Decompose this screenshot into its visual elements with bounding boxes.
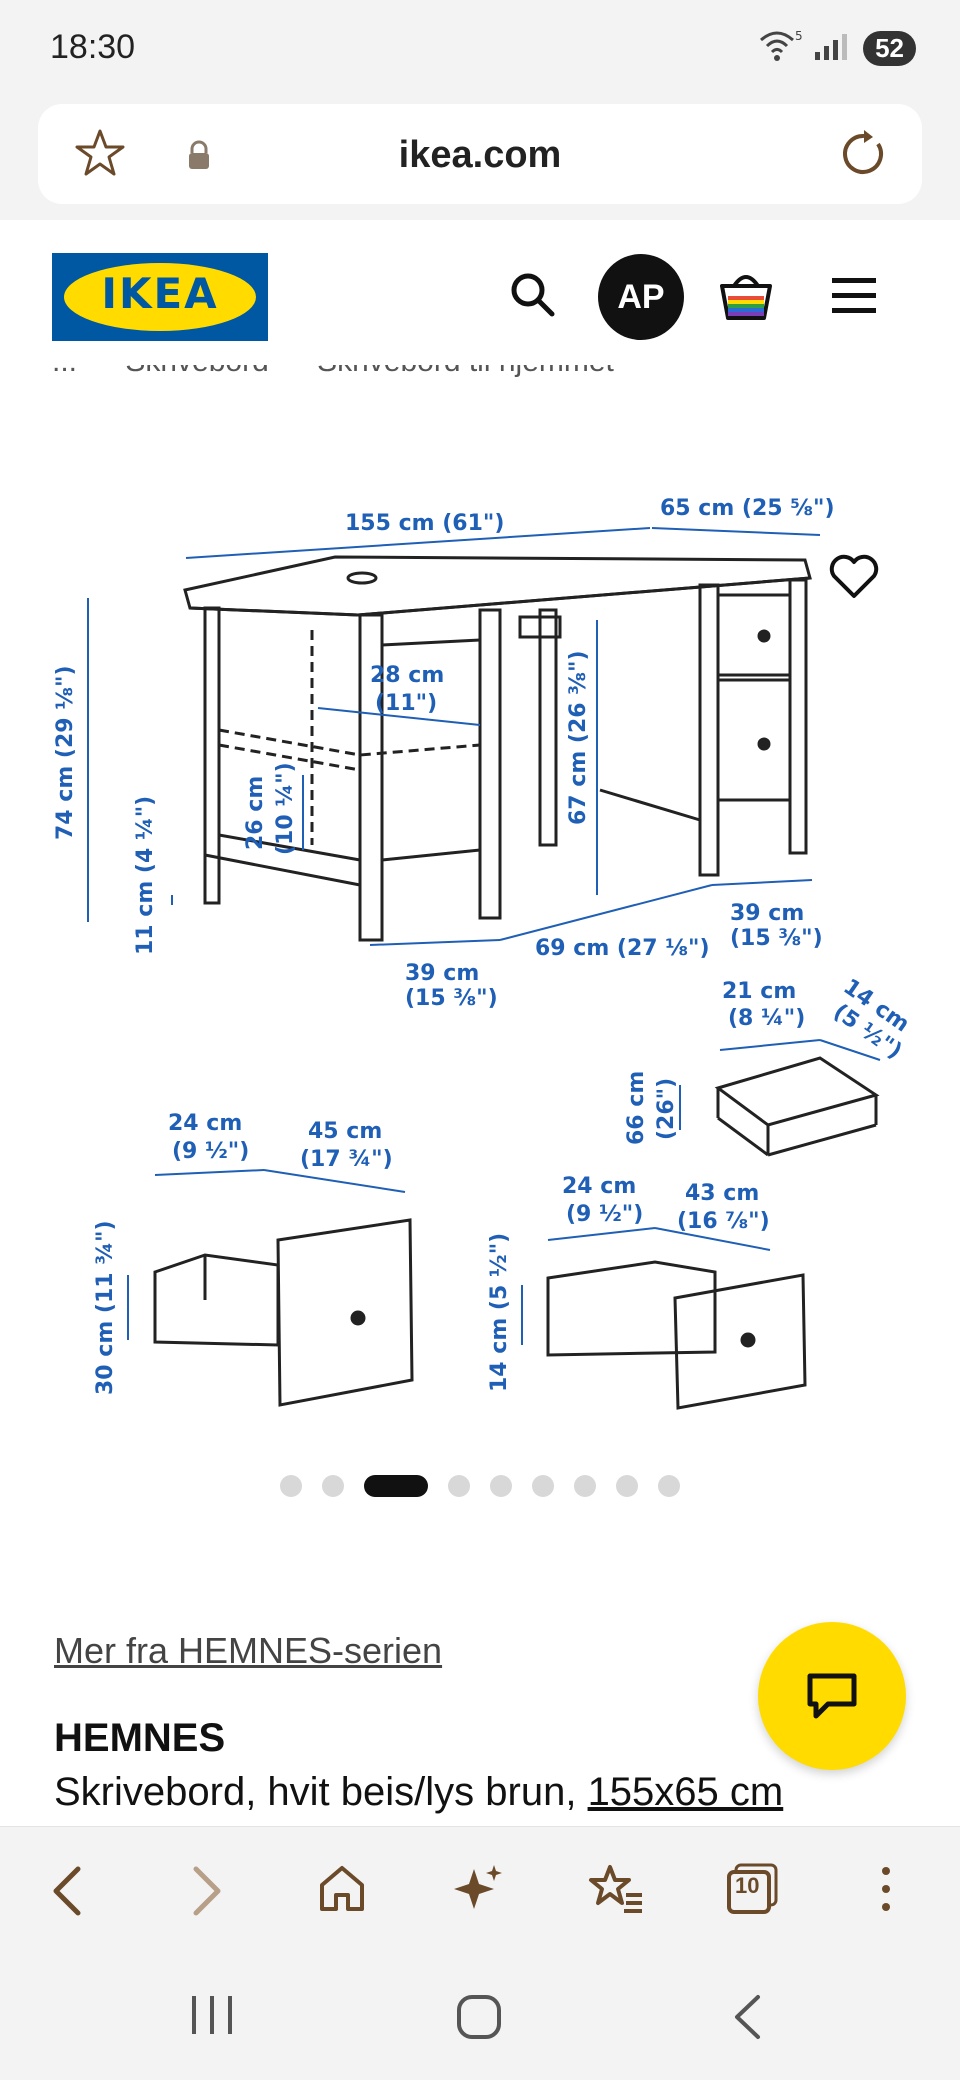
- dim-shelf-height: 26 cm: [243, 776, 268, 850]
- dim-left-width: 39 cm: [405, 961, 479, 986]
- wifi-icon: 5: [759, 28, 803, 69]
- dim-drawer2-d: 43 cm: [685, 1181, 759, 1206]
- search-icon[interactable]: [508, 270, 558, 325]
- chat-button[interactable]: [758, 1622, 906, 1770]
- dim-right-width: 39 cm: [730, 901, 804, 926]
- breadcrumb: ... Skrivebord Skrivebord til hjemmet: [52, 365, 654, 399]
- ai-sparkle-icon[interactable]: [452, 1863, 504, 1920]
- avatar[interactable]: AP: [598, 254, 684, 340]
- reload-icon[interactable]: [840, 130, 888, 183]
- bookmarks-icon[interactable]: [588, 1863, 644, 1920]
- dim-small-drawer-h: 66 cm: [624, 1071, 649, 1145]
- dimension-drawing: 155 cm (61") 65 cm (25 ⅝") 74 cm (29 ⅛")…: [53, 496, 914, 1410]
- dim-drawer2-d-in: (16 ⅞"): [677, 1209, 770, 1234]
- forward-icon[interactable]: [186, 1863, 226, 1924]
- hamburger-menu-icon[interactable]: [830, 276, 878, 321]
- status-time: 18:30: [50, 28, 136, 66]
- battery-indicator: 52: [863, 31, 916, 66]
- drawer2-dims: [521, 1227, 771, 1345]
- product-gallery[interactable]: 155 cm (61") 65 cm (25 ⅝") 74 cm (29 ⅛")…: [0, 420, 960, 1470]
- logo-oval: [64, 263, 256, 331]
- dim-small-drawer-w-in: (8 ¼"): [728, 1006, 805, 1031]
- more-options-icon[interactable]: [878, 1863, 894, 1920]
- dim-left-width-in: (15 ⅜"): [405, 986, 498, 1011]
- dim-width: 155 cm (61"): [345, 511, 504, 536]
- chat-bubble-icon: [807, 1673, 857, 1719]
- tabs-icon[interactable]: 10: [726, 1863, 778, 1920]
- svg-text:5: 5: [795, 29, 803, 43]
- address-bar[interactable]: ikea.com: [38, 104, 922, 204]
- dim-drawer2-h: 14 cm (5 ½"): [487, 1233, 512, 1392]
- dimension-lines: [87, 527, 881, 1130]
- dim-base-height: 11 cm (4 ¼"): [133, 796, 158, 955]
- breadcrumb-item[interactable]: Skrivebord til hjemmet: [317, 365, 614, 378]
- dim-inner-width: 28 cm: [370, 663, 444, 688]
- ikea-logo[interactable]: IKEA: [52, 253, 268, 341]
- dim-knee-width: 69 cm (27 ⅛"): [535, 936, 710, 961]
- lock-icon[interactable]: [186, 140, 212, 175]
- breadcrumb-item[interactable]: ...: [52, 365, 77, 378]
- dim-drawer2-w: 24 cm: [562, 1174, 636, 1199]
- system-navigation-bar: [0, 1954, 960, 2080]
- dim-drawer1-w: 24 cm: [168, 1111, 242, 1136]
- product-name: HEMNES: [54, 1716, 226, 1760]
- carousel-dot-active[interactable]: [364, 1475, 428, 1497]
- carousel-dot[interactable]: [448, 1475, 470, 1497]
- product-size-link[interactable]: 155x65 cm: [587, 1770, 784, 1814]
- status-bar: 18:30 5 52: [0, 0, 960, 96]
- site-header: IKEA AP: [0, 220, 960, 370]
- drawer1-dims: [127, 1169, 406, 1340]
- recent-apps-icon[interactable]: [190, 1994, 234, 2041]
- home-button-icon[interactable]: [456, 1994, 502, 2045]
- dim-drawer1-d: 45 cm: [308, 1119, 382, 1144]
- dim-small-drawer-w: 21 cm: [722, 979, 796, 1004]
- dim-inner-width-in: (11"): [375, 691, 437, 716]
- signal-icon: [813, 30, 853, 67]
- carousel-dot[interactable]: [532, 1475, 554, 1497]
- shopping-basket-icon[interactable]: [716, 268, 776, 329]
- carousel-dot[interactable]: [658, 1475, 680, 1497]
- system-back-icon[interactable]: [732, 1994, 762, 2045]
- bookmark-star-icon[interactable]: [74, 128, 126, 185]
- browser-address-area: ikea.com: [0, 96, 960, 220]
- url-text[interactable]: ikea.com: [398, 134, 562, 176]
- dim-drawer1-w-in: (9 ½"): [172, 1139, 249, 1164]
- dim-shelf-height-in: (10 ¼"): [273, 762, 298, 855]
- dim-drawer1-d-in: (17 ¾"): [300, 1147, 393, 1172]
- dim-drawer1-h: 30 cm (11 ¾"): [93, 1220, 118, 1395]
- dim-depth: 65 cm (25 ⅝"): [660, 496, 835, 521]
- tabs-count: 10: [735, 1873, 760, 1898]
- carousel-dot[interactable]: [616, 1475, 638, 1497]
- breadcrumb-item[interactable]: Skrivebord: [125, 365, 268, 378]
- dim-right-width-in: (15 ⅜"): [730, 926, 823, 951]
- carousel-dot[interactable]: [280, 1475, 302, 1497]
- dim-small-drawer-h-in: (26"): [654, 1078, 679, 1140]
- carousel-dot[interactable]: [490, 1475, 512, 1497]
- desk-drawing: [183, 555, 812, 942]
- more-from-series-link[interactable]: Mer fra HEMNES-serien: [54, 1630, 443, 1671]
- carousel-dot[interactable]: [322, 1475, 344, 1497]
- carousel-dots: [0, 1472, 960, 1500]
- small-drawer-drawing: [714, 1056, 880, 1157]
- status-icons: 5 52: [759, 28, 916, 69]
- dim-height: 74 cm (29 ⅛"): [53, 665, 78, 840]
- carousel-dot[interactable]: [574, 1475, 596, 1497]
- product-desc-text: Skrivebord, hvit beis/lys brun,: [54, 1770, 588, 1814]
- drawer2-drawing: [546, 1260, 807, 1410]
- home-icon[interactable]: [316, 1863, 368, 1920]
- dim-drawer2-w-in: (9 ½"): [566, 1202, 643, 1227]
- drawer1-drawing: [153, 1218, 414, 1407]
- product-description: Skrivebord, hvit beis/lys brun, 155x65 c…: [54, 1770, 783, 1815]
- back-icon[interactable]: [48, 1863, 88, 1924]
- browser-toolbar: 10: [0, 1826, 960, 1954]
- logo-text: IKEA: [101, 269, 219, 318]
- dim-inner-height: 67 cm (26 ⅜"): [566, 650, 591, 825]
